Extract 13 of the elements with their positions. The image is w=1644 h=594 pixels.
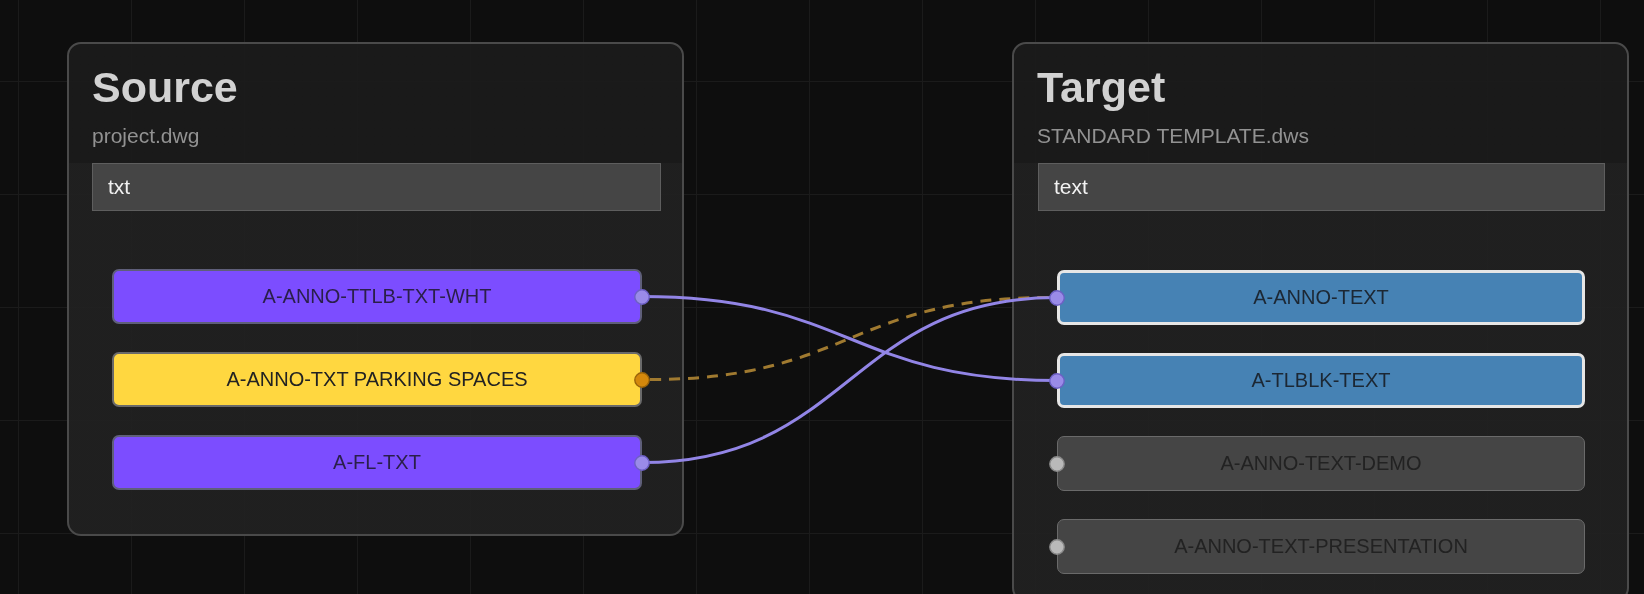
layer-item: A-FL-TXT — [112, 435, 642, 490]
layer-item: A-ANNO-TXT PARKING SPACES — [112, 352, 642, 407]
panel-title: Target — [1037, 63, 1166, 113]
filter-field: txt — [92, 163, 661, 211]
file-name: project.dwg — [92, 123, 200, 149]
file-name: STANDARD TEMPLATE.dws — [1037, 123, 1309, 149]
panel-card — [67, 42, 684, 536]
panel-title: Source — [92, 63, 238, 113]
layer-item: A-ANNO-TTLB-TXT-WHT — [112, 269, 642, 324]
layer-item: A-TLBLK-TEXT — [1057, 353, 1585, 408]
filter-field: text — [1038, 163, 1605, 211]
layer-item: A-ANNO-TEXT — [1057, 270, 1585, 325]
panel-card — [1012, 42, 1629, 594]
